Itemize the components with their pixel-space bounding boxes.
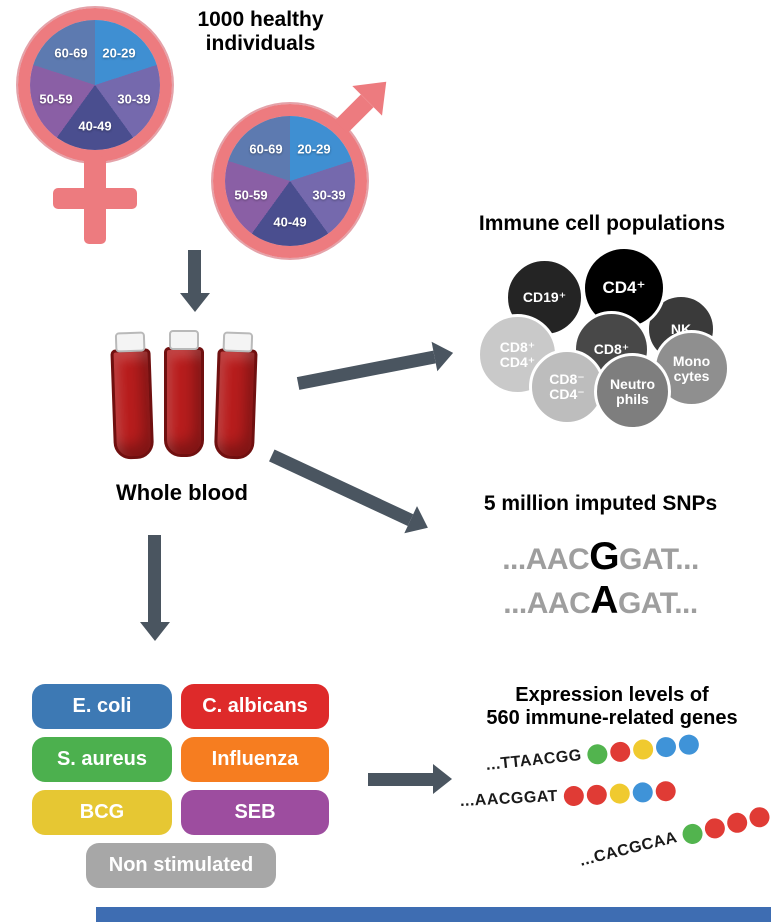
- arrow-shaft: [269, 449, 414, 526]
- expression-dot: [655, 780, 677, 802]
- arrow-head: [433, 764, 452, 794]
- stimulus-label: E. coli: [72, 695, 132, 717]
- pie-label-50-59: 50-59: [234, 187, 268, 203]
- gene-sequence: ...TTAACGG: [485, 746, 583, 774]
- cohort-title-line2: individuals: [205, 32, 316, 56]
- cell-label: CD8⁺ CD4⁺: [499, 338, 536, 370]
- snp-sequence-2: ...AACAGAT...: [428, 578, 771, 625]
- tube-body: [164, 347, 204, 457]
- expression-dot: [747, 805, 771, 830]
- pie-label-30-39: 30-39: [117, 91, 151, 107]
- female-age-pie: 20-29 30-39 40-49 50-59 60-69: [30, 20, 160, 150]
- blood-tube: [213, 331, 258, 460]
- cell-neutrophils: Neutro phils: [594, 353, 671, 430]
- expression-dot: [586, 743, 609, 766]
- cell-label: Neutro phils: [609, 375, 656, 407]
- snp-flank: GAT...: [617, 587, 698, 620]
- stimulus-s-aureus: S. aureus: [32, 737, 172, 782]
- blood-tubes: [110, 330, 262, 466]
- stimulus-influenza: Influenza: [181, 737, 329, 782]
- pie-label-60-69: 60-69: [249, 141, 283, 157]
- expression-dot: [678, 733, 701, 756]
- stimulus-label: SEB: [234, 801, 276, 823]
- snp-variant-allele: A: [590, 579, 618, 622]
- snp-flank: ...AAC: [503, 587, 591, 620]
- stimulus-label: BCG: [79, 801, 125, 823]
- cell-label: CD8⁻ CD4⁻: [549, 371, 585, 402]
- stimulus-c-albicans: C. albicans: [181, 684, 329, 729]
- pie-label-20-29: 20-29: [297, 141, 331, 157]
- tube-cap: [222, 331, 254, 353]
- cell-label: CD4⁺: [602, 278, 646, 298]
- arrow-blood-to-cells: [295, 338, 456, 398]
- arrow-shaft: [296, 350, 436, 390]
- arrow-cohort-to-blood: [180, 250, 210, 312]
- stimulus-seb: SEB: [181, 790, 329, 835]
- tube-cap: [114, 331, 146, 353]
- blood-tube: [110, 331, 155, 460]
- bottom-cropped-bar: [96, 907, 771, 922]
- stimulus-label: Influenza: [211, 748, 299, 770]
- tube-cap: [169, 330, 199, 350]
- expression-row-2: ...AACGGAT: [459, 780, 677, 812]
- snp-flank: ...AAC: [502, 543, 590, 576]
- cell-label: CD8⁺: [593, 341, 630, 358]
- expression-title-line2: 560 immune-related genes: [486, 707, 738, 729]
- gene-sequence: ...CACGCAA: [577, 829, 680, 870]
- cell-label: Mono cytes: [672, 352, 711, 384]
- cell-cd8-cd4-double-negative: CD8⁻ CD4⁻: [529, 349, 605, 425]
- expression-dot: [609, 740, 632, 763]
- immune-populations-title: Immune cell populations: [478, 212, 726, 235]
- arrow-shaft: [368, 772, 433, 786]
- pie-label-50-59: 50-59: [39, 91, 73, 107]
- female-symbol-ring: 20-29 30-39 40-49 50-59 60-69: [18, 8, 172, 162]
- expression-dot: [680, 821, 705, 847]
- expression-dot: [632, 781, 654, 803]
- stimulus-e-coli: E. coli: [32, 684, 172, 729]
- tube-body: [213, 348, 258, 460]
- stimulus-non-stimulated: Non stimulated: [86, 843, 276, 888]
- cohort-title-line1: 1000 healthy: [197, 8, 324, 31]
- expression-row-1: ...TTAACGG: [485, 733, 701, 776]
- expression-title-line1: Expression levels of: [515, 684, 709, 706]
- arrow-head: [140, 622, 170, 641]
- blood-tube: [164, 330, 204, 457]
- stimulus-label: C. albicans: [202, 695, 308, 717]
- expression-row-3: ...CACGCAA: [578, 805, 771, 872]
- expression-title: Expression levels of 560 immune-related …: [452, 684, 771, 730]
- snps-title: 5 million imputed SNPs: [483, 492, 718, 515]
- snp-variant-allele: G: [589, 535, 620, 578]
- pie-label-20-29: 20-29: [102, 45, 136, 61]
- pie-label-40-49: 40-49: [273, 214, 307, 230]
- arrow-blood-to-stimuli: [140, 535, 170, 641]
- snp-flank: GAT...: [619, 543, 699, 576]
- stimulus-label: S. aureus: [56, 748, 148, 770]
- pie-label-40-49: 40-49: [78, 118, 112, 134]
- gene-sequence: ...AACGGAT: [459, 787, 559, 810]
- expression-dot: [563, 785, 585, 807]
- whole-blood-label: Whole blood: [116, 480, 248, 505]
- tube-body: [110, 348, 155, 460]
- cohort-title: 1000 healthy individuals: [178, 8, 343, 56]
- pie-label-30-39: 30-39: [312, 187, 346, 203]
- arrow-blood-to-snps: [266, 441, 435, 542]
- male-age-pie: 20-29 30-39 40-49 50-59 60-69: [225, 116, 355, 246]
- expression-dot: [632, 738, 655, 761]
- pie-label-60-69: 60-69: [54, 45, 88, 61]
- arrow-shaft: [148, 535, 162, 622]
- arrow-head: [431, 338, 456, 372]
- arrow-stimuli-to-expression: [368, 764, 452, 794]
- expression-dot: [586, 784, 608, 806]
- expression-dot: [655, 736, 678, 759]
- female-symbol-crossbar: [53, 188, 137, 209]
- stimulus-bcg: BCG: [32, 790, 172, 835]
- cell-label: CD19⁺: [522, 289, 567, 306]
- arrow-shaft: [188, 250, 202, 293]
- stimulus-label: Non stimulated: [108, 854, 254, 876]
- expression-dot: [702, 816, 728, 841]
- snp-sequence-1: ...AACGGAT...: [428, 534, 771, 581]
- expression-dot: [725, 810, 750, 835]
- arrow-head: [180, 293, 210, 312]
- expression-dot: [609, 783, 631, 805]
